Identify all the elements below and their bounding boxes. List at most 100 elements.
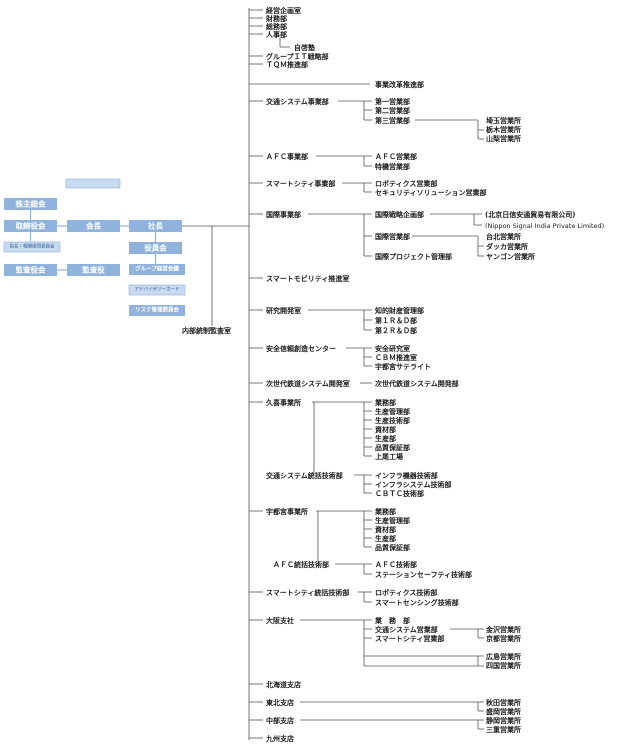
- dept-next-gen-rail: 次世代鉄道システム開発室: [266, 379, 350, 388]
- dept-hr: 人事部: [266, 30, 287, 39]
- dept-cbtc: ＣＢＴＣ技術部: [375, 489, 424, 498]
- dept-rd: 研究開発室: [266, 306, 301, 315]
- dept-utsunomiya-satellite: 宇都宮サテライト: [375, 362, 431, 371]
- dept-hokkaido: 北海道支店: [266, 680, 301, 689]
- dept-robotics-tech: ロボティクス技術部: [375, 588, 437, 597]
- dept-sales-3: 第三営業部: [375, 116, 410, 125]
- utsunomiya-item: 業務部: [374, 507, 396, 516]
- office-morioka: 盛岡営業所: [486, 707, 521, 716]
- dept-smart-sensing: スマートセンシング技術部: [375, 598, 459, 607]
- dept-tqm: ＴＱＭ推進部: [266, 60, 308, 69]
- dept-osaka-traffic-sales: 交通システム営業部: [375, 625, 438, 634]
- office-hiroshima: 広島営業所: [486, 652, 521, 661]
- board-box[interactable]: [4, 220, 57, 232]
- dept-security-solution-sales: セキュリティソリューション営業部: [375, 188, 486, 197]
- chairman-box[interactable]: [67, 220, 120, 232]
- auditors-label: 監査役: [82, 265, 105, 275]
- kuki-item: 上尾工場: [375, 452, 403, 461]
- dept-chubu: 中部支店: [266, 716, 294, 725]
- internal-audit-label: 内部統制監査室: [182, 326, 231, 335]
- advisory-board-box[interactable]: [128, 284, 186, 296]
- shareholders-box[interactable]: [4, 198, 57, 210]
- dept-sales-2: 第二営業部: [375, 106, 410, 115]
- dept-afc-eng: ＡＦＣ統括技術部: [273, 560, 329, 569]
- kuki-item: 生産管理部: [375, 407, 410, 416]
- dept-smart-city-eng: スマートシティ統括技術部: [266, 588, 349, 597]
- dept-kyushu: 九州支店: [265, 734, 294, 743]
- kuki-items: 業務部 生産管理部 生産技術部 資材部 生産部 品質保証部 上尾工場: [364, 398, 410, 461]
- dept-kuki: 久喜事業所: [265, 398, 301, 407]
- president-label: 社長: [147, 221, 163, 231]
- dept-finance: 財務部: [265, 14, 287, 23]
- dept-safety-center: 安全信頼創造センター: [266, 344, 336, 353]
- office-kanazawa: 金沢営業所: [485, 625, 521, 634]
- group-management-council-box[interactable]: [129, 264, 185, 275]
- office-yangon: ヤンゴン営業所: [486, 252, 535, 261]
- office-shizuoka: 静岡営業所: [486, 716, 521, 725]
- utsunomiya-item: 資材部: [375, 525, 396, 534]
- dept-intl-strategy: 国際戦略企画部: [375, 210, 424, 219]
- dept-utsunomiya: 宇都宮事業所: [266, 507, 308, 516]
- dept-rd-2: 第２Ｒ＆Ｄ部: [375, 326, 417, 335]
- blank-box: [65, 178, 121, 189]
- dept-jikei-juku: 自啓塾: [294, 43, 315, 52]
- dept-traffic-eng: 交通システム統括技術部: [266, 471, 343, 480]
- audit-board-label: 監査役会: [16, 265, 46, 275]
- office-shikoku: 四国営業所: [486, 661, 521, 670]
- dept-special-sales: 特機営業部: [375, 162, 410, 171]
- dept-infra-system: インフラシステム技術部: [375, 480, 451, 489]
- dept-business-reform: 事業改革推進部: [375, 80, 424, 89]
- dept-general-affairs: 総務部: [266, 22, 287, 31]
- dept-next-gen-rail-dev: 次世代鉄道システム開発部: [375, 379, 459, 388]
- dept-afc: ＡＦＣ事業部: [266, 152, 308, 161]
- dept-robotics-sales: ロボティクス営業部: [375, 179, 437, 188]
- office-akita: 秋田営業所: [486, 698, 521, 707]
- dept-sales-1: 第一営業部: [375, 97, 410, 106]
- office-taipei: 台北営業所: [486, 232, 521, 241]
- kuki-item: 生産技術部: [375, 416, 410, 425]
- dept-safety-lab: 安全研究室: [375, 344, 410, 353]
- dept-smart-city: スマートシティ事業部: [266, 179, 335, 188]
- dept-afc-tech: ＡＦＣ技術部: [375, 560, 417, 569]
- utsunomiya-items: 業務部 生産管理部 資材部 生産部 品質保証部: [364, 507, 410, 552]
- dept-cbm: ＣＢＭ推進室: [375, 353, 417, 362]
- chairman-label: 会長: [86, 221, 101, 231]
- office-mie: 三重営業所: [486, 725, 521, 734]
- advisory-board-label: アドバイザリーボード: [135, 286, 180, 293]
- office-yamanashi: 山梨営業所: [486, 134, 521, 143]
- dept-international: 国際事業部: [266, 210, 301, 219]
- dept-osaka: 大阪支社: [266, 616, 294, 625]
- dept-corporate-planning: 経営企画室: [266, 6, 301, 15]
- dept-intl-projects: 国際プロジェクト管理部: [375, 252, 452, 261]
- kuki-item: 資材部: [375, 425, 396, 434]
- utsunomiya-item: 生産管理部: [375, 516, 410, 525]
- dept-rd-1: 第１Ｒ＆Ｄ部: [375, 316, 417, 325]
- risk-committee-box[interactable]: [129, 305, 185, 316]
- nomination-committee-box[interactable]: [3, 241, 61, 253]
- kuki-item: 業務部: [374, 398, 396, 407]
- dept-station-safety: ステーションセーフティ技術部: [375, 570, 472, 579]
- dept-osaka-business: 業 務 部: [374, 616, 410, 625]
- dept-group-it: グループＩＴ戦略部: [266, 52, 329, 61]
- dept-afc-sales: ＡＦＣ営業部: [375, 152, 417, 161]
- board-label: 取締役会: [16, 221, 46, 231]
- executive-officers-label: 役員会: [143, 243, 167, 253]
- president-box[interactable]: [129, 220, 182, 232]
- auditors-box[interactable]: [67, 264, 120, 276]
- office-tochigi: 栃木営業所: [486, 125, 521, 134]
- dept-traffic-systems: 交通システム事業部: [266, 97, 329, 106]
- audit-board-box[interactable]: [4, 264, 57, 276]
- dept-infra-equipment: インフラ機器技術部: [375, 471, 438, 480]
- company-india: (Nippon Signal India Private Limited): [485, 222, 604, 230]
- shareholders-label: 株主総会: [16, 199, 46, 209]
- group-management-council-label: グループ経営会議: [135, 265, 179, 273]
- company-beijing: (北京日信安通貿易有限公司): [485, 210, 575, 219]
- dept-osaka-smart-city-sales: スマートシティ営業部: [375, 634, 444, 643]
- dept-intl-sales: 国際営業部: [375, 232, 410, 241]
- office-dhaka: ダッカ営業所: [486, 242, 528, 251]
- risk-committee-label: リスク管理委員会: [135, 306, 180, 314]
- utsunomiya-item: 品質保証部: [375, 543, 410, 552]
- executive-officers-box[interactable]: [129, 242, 182, 254]
- nomination-committee-label: 指名・報酬諮問委員会: [10, 243, 55, 250]
